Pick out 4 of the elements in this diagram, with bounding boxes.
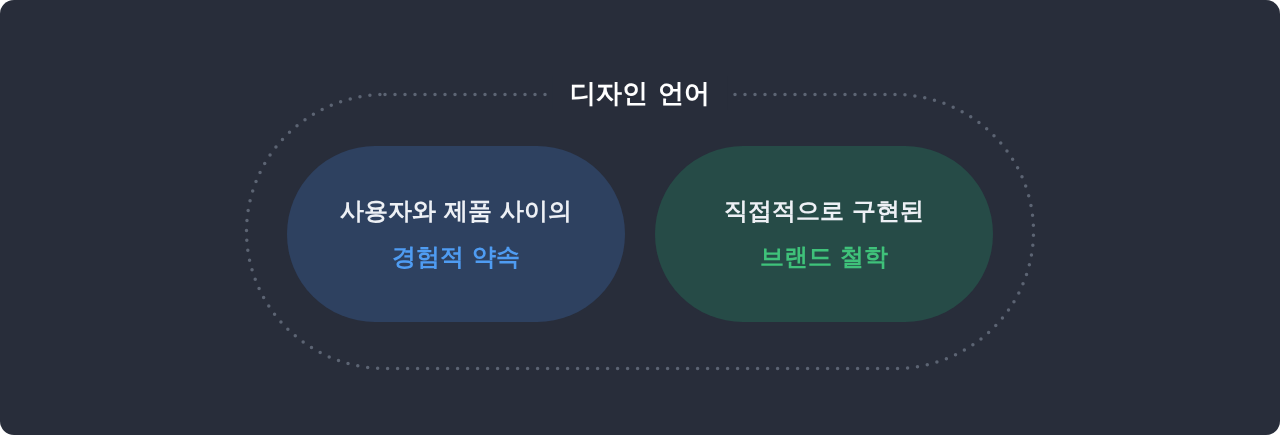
pill-highlight-text: 브랜드 철학: [758, 242, 890, 273]
pill-text: 사용자와 제품 사이의: [338, 196, 574, 227]
pill-highlight-text: 경험적 약속: [390, 242, 522, 273]
pill-text: 직접적으로 구현된: [722, 196, 926, 227]
